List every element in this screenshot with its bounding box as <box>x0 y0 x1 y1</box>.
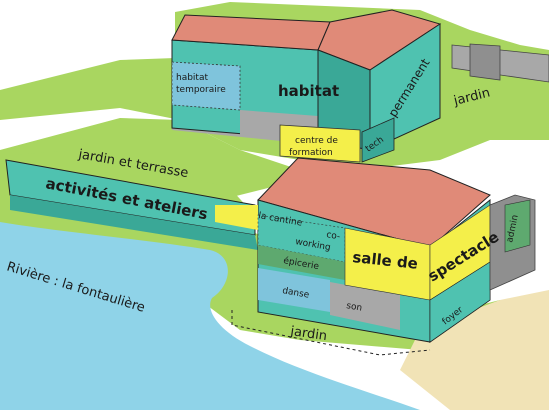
label-centre-2: formation <box>289 148 333 158</box>
activites-base <box>10 195 258 250</box>
label-jardin-bottom: jardin <box>288 324 328 344</box>
admin-zone <box>504 199 531 253</box>
cantine-zone <box>215 205 258 230</box>
permanent-front-wall <box>369 23 441 151</box>
danse-zone <box>258 268 330 312</box>
label-habitat-temporaire-2: temporaire <box>176 85 226 95</box>
label-son: son <box>345 301 362 314</box>
centre-formation-zone <box>279 124 361 163</box>
tech-zone <box>361 117 395 163</box>
foyer-zone <box>429 261 491 343</box>
epicerie-zone <box>258 245 345 280</box>
son-zone <box>330 282 400 330</box>
label-danse: danse <box>281 286 310 301</box>
label-co: co- <box>325 230 340 242</box>
jardin-outline <box>231 310 431 356</box>
sand-area <box>400 290 549 410</box>
river <box>0 222 420 410</box>
label-habitat: habitat <box>278 82 339 100</box>
label-centre-1: centre de <box>295 136 338 146</box>
label-habitat-temporaire-1: habitat <box>176 73 208 83</box>
small-block-right <box>469 43 501 81</box>
